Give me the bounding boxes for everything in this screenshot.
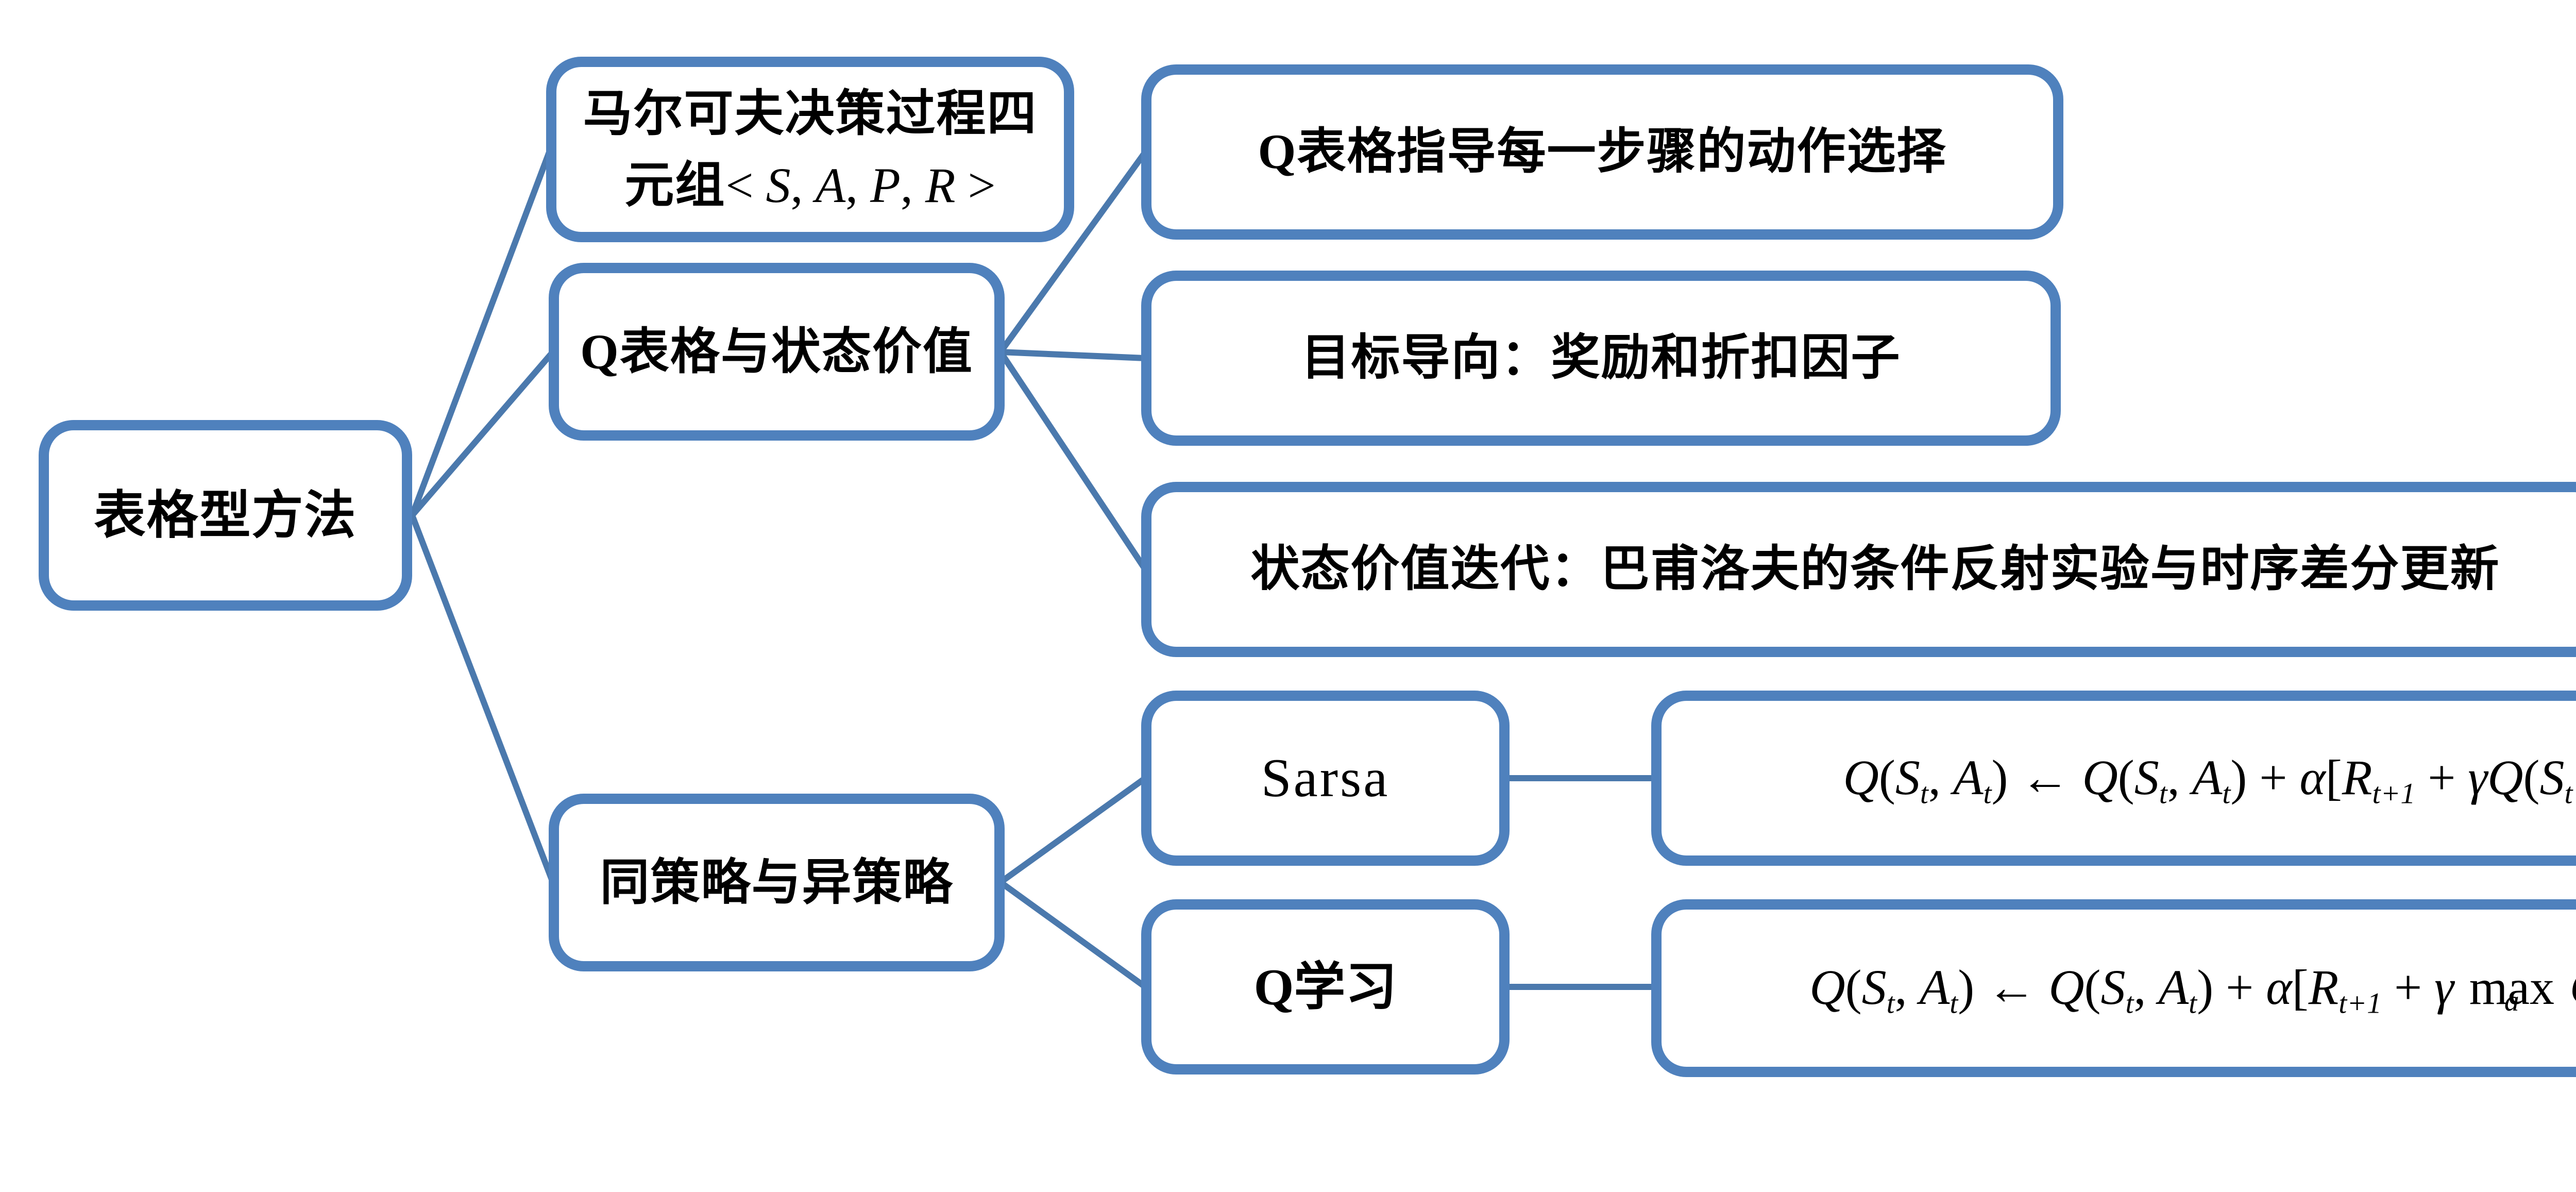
node-root-tabular-methods: 表格型方法 — [39, 420, 412, 611]
node-label: 同策略与异策略 — [600, 854, 954, 910]
node-label: 状态价值迭代：巴甫洛夫的条件反射实验与时序差分更新 — [1250, 542, 2500, 597]
node-sarsa: Sarsa — [1141, 691, 1510, 866]
connector-root-mdp — [409, 148, 553, 517]
leaf-goal-oriented: 目标导向：奖励和折扣因子 — [1141, 271, 2061, 446]
formula-sarsa-update: Q(St, At) ← Q(St, At) + α[Rt+1 + γQ(St+1… — [1651, 691, 2576, 866]
connector-qtable-goal — [1000, 349, 1146, 361]
node-qlearning: Q学习 — [1141, 899, 1510, 1075]
connector-qtable-statevalue — [998, 350, 1148, 572]
sarsa-update-equation: Q(St, At) ← Q(St, At) + α[Rt+1 + γQ(St+1… — [1843, 749, 2576, 810]
node-mdp-quadruple: 马尔可夫决策过程四 元组< S, A, P, R > — [546, 57, 1074, 242]
node-label: Q表格与状态价值 — [580, 324, 973, 379]
connector-qtable-action — [998, 150, 1148, 354]
connector-policy-qlearning — [998, 880, 1147, 989]
node-label: Q学习 — [1253, 958, 1397, 1016]
connector-root-qtable — [410, 350, 555, 517]
leaf-state-value-iteration: 状态价值迭代：巴甫洛夫的条件反射实验与时序差分更新 — [1141, 482, 2576, 657]
node-label: 表格型方法 — [94, 486, 357, 544]
node-label-line1: 马尔可夫决策过程四 — [583, 86, 1038, 141]
connector-policy-sarsa — [998, 776, 1147, 885]
connector-root-policy — [409, 514, 556, 884]
node-label: 目标导向：奖励和折扣因子 — [1301, 330, 1901, 385]
node-label: Sarsa — [1261, 748, 1390, 809]
node-on-off-policy: 同策略与异策略 — [549, 794, 1005, 971]
node-label-line2: 元组< S, A, P, R > — [624, 158, 996, 213]
node-label: Q表格指导每一步骤的动作选择 — [1258, 124, 1947, 179]
node-qtable-state-value: Q表格与状态价值 — [549, 263, 1005, 441]
leaf-action-selection: Q表格指导每一步骤的动作选择 — [1141, 64, 2063, 240]
